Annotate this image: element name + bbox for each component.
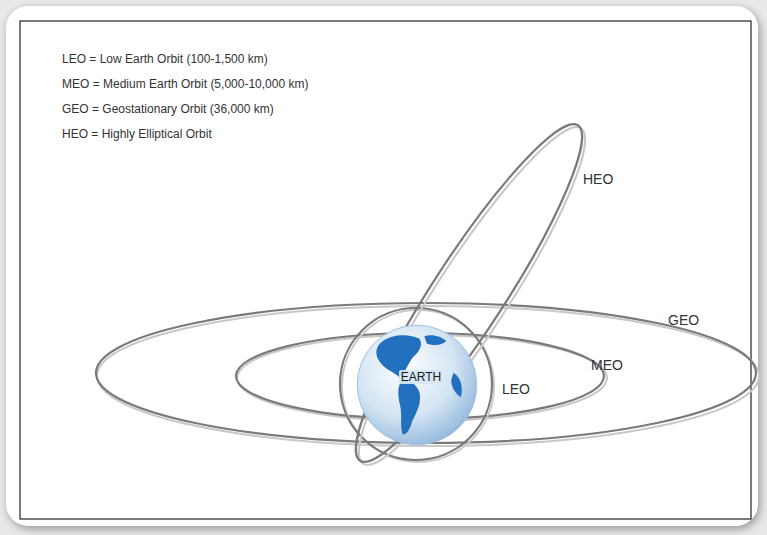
node-label: EARTH [399, 370, 443, 384]
orbit-label: LEO [502, 381, 530, 397]
orbit-label: MEO [591, 357, 623, 373]
globe [356, 324, 478, 446]
key-line: GEO = Geostationary Orbit (36,000 km) [62, 102, 274, 116]
earth-globe: EARTH [356, 324, 478, 446]
heo-orbit [333, 109, 611, 484]
geo-orbit [97, 306, 759, 446]
orbit-label: HEO [583, 171, 613, 187]
inner-border [20, 21, 751, 519]
orbit-label: GEO [668, 312, 699, 328]
leo-orbit [340, 308, 492, 460]
key-line: HEO = Highly Elliptical Orbit [62, 127, 212, 141]
key-line: LEO = Low Earth Orbit (100-1,500 km) [62, 52, 268, 66]
heo-orbit [330, 106, 608, 481]
key-line: MEO = Medium Earth Orbit (5,000-10,000 k… [62, 77, 308, 91]
